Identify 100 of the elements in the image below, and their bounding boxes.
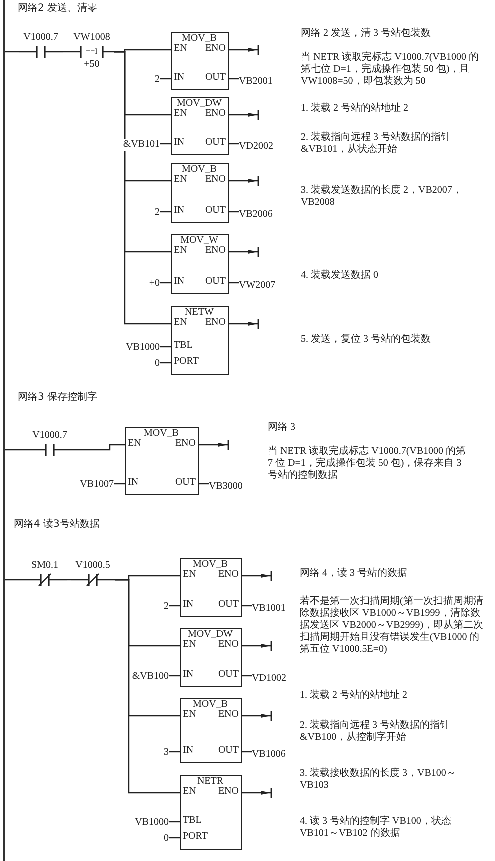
wire <box>72 444 125 451</box>
function-block <box>180 698 242 763</box>
compare-operator: ==I <box>85 46 99 58</box>
wire <box>169 751 180 753</box>
wire <box>242 605 252 607</box>
pin-label: IN <box>128 477 139 489</box>
network-heading: 网络4 读3号站数据 <box>14 519 100 531</box>
pin-label: EN <box>174 108 188 120</box>
comment-text: 1. 装载 2 号站的站地址 2 <box>301 103 410 115</box>
wire <box>115 579 180 794</box>
block-title: MOV_W <box>180 235 220 246</box>
pin-label: IN <box>174 276 185 288</box>
function-block <box>171 234 229 294</box>
wire <box>160 362 171 364</box>
wire <box>199 483 209 485</box>
block-title: MOV_DW <box>176 98 223 109</box>
wire <box>160 78 171 80</box>
pin-label: TBL <box>174 340 193 352</box>
wire <box>67 579 71 581</box>
pin-label: OUT <box>205 205 226 217</box>
pin-label: ENO <box>205 245 226 257</box>
output-arrow <box>242 640 272 652</box>
comment-text: 3. 装载发送数据的长度 2，VB2007，VB2008 <box>301 185 464 209</box>
comment-text: 网络 4，读 3 号站的数据 <box>300 568 408 580</box>
contact-label: V1000.7 <box>32 430 68 442</box>
function-block <box>180 628 242 687</box>
function-block <box>171 32 229 90</box>
output-arrow <box>229 109 260 121</box>
wire <box>229 78 239 80</box>
pin-label: EN <box>174 245 188 257</box>
comment-text: 4. 装载发送数据 0 <box>301 270 380 282</box>
output-arrow <box>242 570 272 582</box>
wire <box>160 211 171 213</box>
pin-label: EN <box>174 317 188 329</box>
output-arrow <box>229 246 260 258</box>
pin-label: EN <box>174 43 188 55</box>
comment-text: 4. 读 3 号站的控制字 VB100，状态 VB101～VB102 的数据 <box>300 816 452 840</box>
pin-label: EN <box>183 639 196 651</box>
wire <box>229 211 239 213</box>
function-block <box>180 558 242 617</box>
wire <box>114 51 171 325</box>
block-title: MOV_B <box>180 164 218 175</box>
pin-label: PORT <box>174 356 199 368</box>
pin-label: EN <box>183 569 196 581</box>
wire <box>169 675 180 677</box>
pin-label: IN <box>174 137 185 149</box>
comment-text: 2. 装载指向远程 3 号站数据的指针 &VB100，从控制字开始 <box>300 720 451 744</box>
pin-label: OUT <box>205 276 226 288</box>
output-arrow <box>242 710 272 722</box>
pin-label: IN <box>183 599 194 611</box>
wire <box>114 483 125 485</box>
wire <box>169 605 180 607</box>
block-title: MOV_B <box>142 428 180 439</box>
block-title: MOV_B <box>192 559 229 570</box>
pin-label: OUT <box>218 669 239 681</box>
wire <box>5 449 28 451</box>
pin-label: OUT <box>218 599 239 611</box>
wire <box>242 675 252 677</box>
output-arrow <box>199 439 230 451</box>
pin-label: ENO <box>205 43 226 55</box>
contact-label: VW1008 <box>72 32 112 44</box>
pin-label: EN <box>174 174 188 186</box>
pin-label: IN <box>183 669 194 681</box>
pin-label: IN <box>183 745 194 757</box>
block-title: NETW <box>184 307 215 318</box>
block-title: MOV_B <box>180 33 218 44</box>
operand-label: &VB101 <box>123 139 160 151</box>
wire <box>63 51 70 53</box>
output-arrow <box>229 175 260 187</box>
wire <box>160 282 171 284</box>
pin-label: ENO <box>205 174 226 186</box>
network-heading: 网络3 保存控制字 <box>18 392 98 404</box>
function-block <box>125 427 199 495</box>
pin-label: OUT <box>218 745 239 757</box>
pin-label: EN <box>183 709 196 721</box>
contact-label: SM0.1 <box>30 560 60 572</box>
block-title: MOV_B <box>192 699 229 710</box>
contact-label: V1000.5 <box>74 560 112 572</box>
pin-label: ENO <box>218 569 239 581</box>
comment-text: 2. 装载指向远程 3 号站数据的指针 &VB101，从状态开始 <box>301 132 452 156</box>
block-title: MOV_DW <box>187 629 234 640</box>
function-block <box>180 775 242 850</box>
comment-text: 当 NETR 读取完标志 V1000.7(VB1000 的第七位 D=1，完成操作包装 50 包)，且 VW1008=50，即包装数为 50 <box>301 52 480 88</box>
contact-label: V1000.7 <box>22 32 60 44</box>
comment-text: 当 NETR 读取完成标志 V1000.7(VB1000 的第 7 位 D=1，完成操作包装 50 包)，保存来自 3 号站的控制数据 <box>268 446 468 482</box>
wire <box>160 346 171 348</box>
output-arrow <box>229 44 260 56</box>
pin-label: ENO <box>218 709 239 721</box>
pin-label: IN <box>174 72 185 84</box>
pin-label: ENO <box>218 639 239 651</box>
comment-text: 5. 发送，复位 3 号站的包装数 <box>301 334 432 346</box>
wire <box>169 837 180 839</box>
pin-label: PORT <box>183 831 208 843</box>
function-block <box>171 97 229 155</box>
comment-text: 网络 3 <box>268 422 296 434</box>
network-heading: 网络2 发送、清零 <box>18 3 98 15</box>
pin-label: ENO <box>205 317 226 329</box>
pin-label: ENO <box>175 438 196 450</box>
function-block <box>171 163 229 223</box>
pin-label: OUT <box>205 137 226 149</box>
